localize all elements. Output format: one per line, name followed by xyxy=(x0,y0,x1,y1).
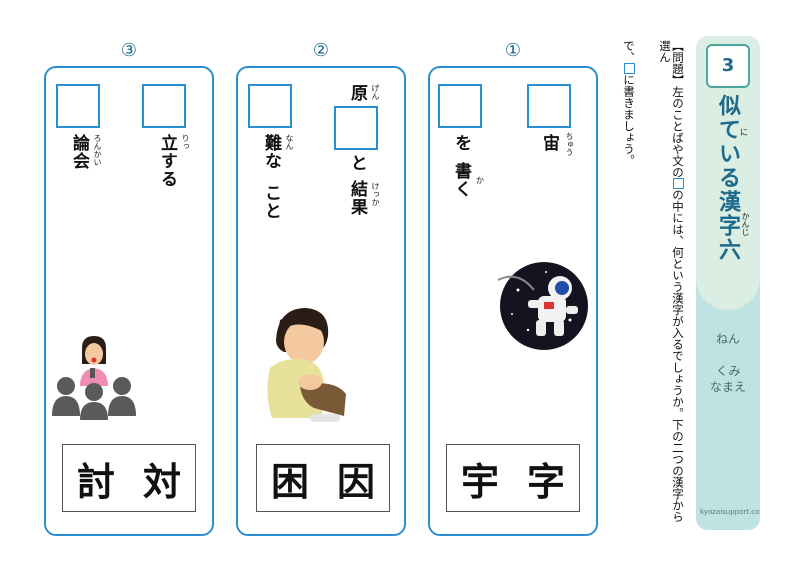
blank-box-icon xyxy=(672,178,684,189)
q3-top-word: 立する xyxy=(157,134,177,188)
q1-left-word: を xyxy=(451,134,471,152)
answer-box-2a[interactable] xyxy=(334,106,378,150)
q1-choice-1: 宇 xyxy=(460,459,499,504)
q1-left-ruby: か xyxy=(476,176,484,185)
q2-top-word: 原 xyxy=(347,84,367,102)
q2-mid-word: と xyxy=(347,154,367,172)
q1-choice-2: 字 xyxy=(526,459,565,504)
astronaut-illustration xyxy=(497,262,588,350)
question-number-1: ① xyxy=(504,40,522,61)
q1-choices: 宇 字 xyxy=(446,444,580,512)
blank-box-icon xyxy=(623,63,635,74)
q2-choice-2: 因 xyxy=(336,459,375,504)
instruction-part-1b: の中には、何という漢字が入るでしょうか。下の二つの漢字から選ん xyxy=(658,40,685,523)
instruction-part-2b: に書きましょう。 xyxy=(622,74,636,166)
worksheet-number: 3 xyxy=(706,44,750,88)
question-number-2: ② xyxy=(312,40,330,61)
q3-left-word: 論会 xyxy=(69,134,89,170)
answer-box-3b[interactable] xyxy=(56,84,100,128)
namae-label: なまえ xyxy=(710,380,747,394)
problem-tag: 【問題】 xyxy=(671,40,685,86)
q3-choice-1: 討 xyxy=(76,459,115,504)
q1-top-word: 宙 xyxy=(539,134,559,152)
q2-left-ruby: なん xyxy=(285,134,294,150)
title-ruby-kanji: かんじ xyxy=(741,212,750,236)
answer-box-2b[interactable] xyxy=(248,84,292,128)
q3-choice-2: 対 xyxy=(142,459,181,504)
worksheet-title-bar: 3 似ている漢字六 に かんじ ねん くみ なまえ kyozaisupport.… xyxy=(696,36,760,530)
answer-box-1a[interactable] xyxy=(527,84,571,128)
q1-left-word-2: 書く xyxy=(451,162,471,198)
title-ruby-ni: に xyxy=(740,128,748,137)
instruction-part-1a: 左のことばや文の xyxy=(671,86,685,178)
site-credit: kyozaisupport.com xyxy=(700,508,760,516)
q1-top-ruby: ちゅう xyxy=(565,132,574,156)
q3-choices: 討 対 xyxy=(62,444,196,512)
worried-man-illustration xyxy=(267,308,346,422)
answer-box-3a[interactable] xyxy=(142,84,186,128)
debate-audience-illustration xyxy=(52,336,136,420)
q3-top-ruby: りっ xyxy=(181,134,190,150)
instruction-line-2: で、に書きましょう。 xyxy=(622,40,636,240)
worksheet-title: 似ている漢字六 xyxy=(715,94,740,262)
q2-mid-ruby: けっか xyxy=(371,182,380,206)
q2-choice-1: 困 xyxy=(270,459,309,504)
instruction-part-2a: で、 xyxy=(622,40,636,63)
q3-left-ruby: ろんかい xyxy=(93,134,102,166)
instruction-line-1: 【問題】左のことばや文のの中には、何という漢字が入るでしょうか。下の二つの漢字か… xyxy=(658,40,685,530)
q2-left-word-2: こと xyxy=(261,184,281,220)
q2-top-ruby: げん xyxy=(371,84,380,100)
kumi-label: くみ xyxy=(716,364,741,378)
question-number-3: ③ xyxy=(120,40,138,61)
nen-label: ねん xyxy=(716,332,741,346)
q2-left-word: 難な xyxy=(261,134,281,170)
q2-mid-word-2: 結果 xyxy=(347,180,367,216)
answer-box-1b[interactable] xyxy=(438,84,482,128)
q2-choices: 困 因 xyxy=(256,444,390,512)
